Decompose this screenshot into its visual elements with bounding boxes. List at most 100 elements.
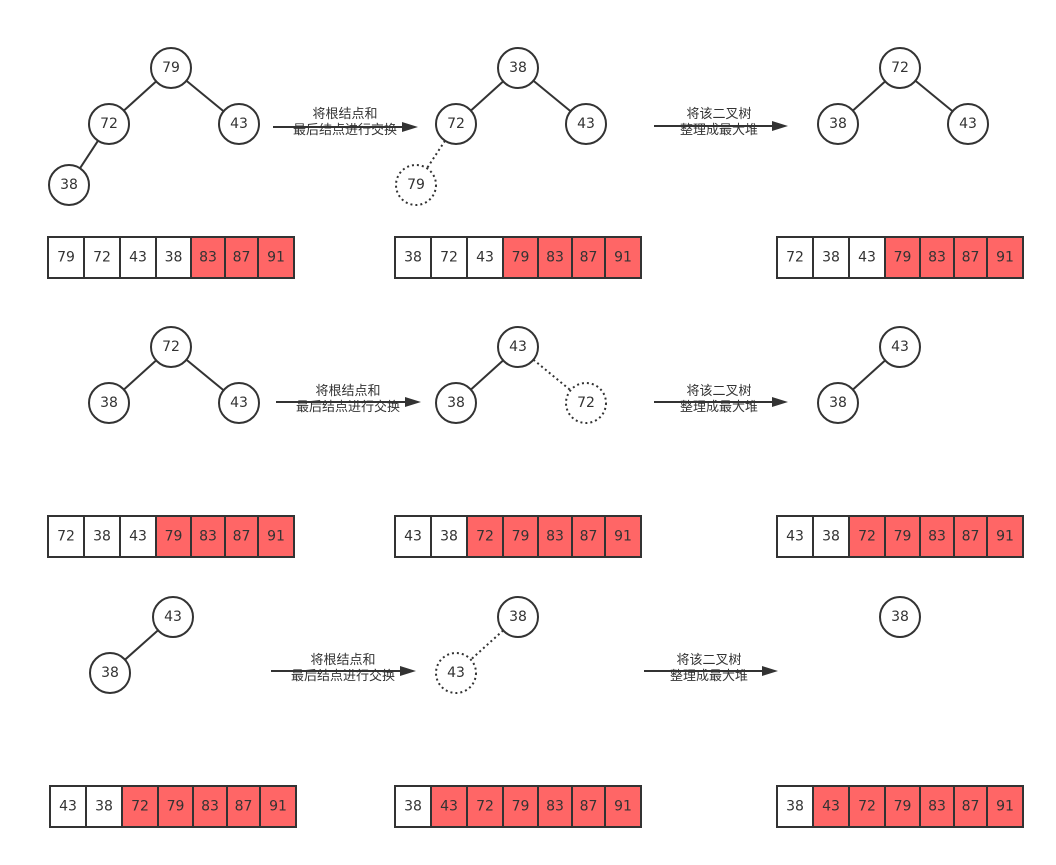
tree-edge	[852, 80, 886, 112]
cell-box	[430, 515, 468, 558]
node-value: 43	[509, 339, 527, 355]
cell-value: 91	[614, 529, 632, 545]
node-value: 43	[891, 339, 909, 355]
cell-box	[466, 236, 504, 279]
node-circle	[395, 164, 437, 206]
node-circle	[565, 382, 607, 424]
tree-node: 72	[435, 103, 477, 145]
array-cell: 38	[394, 785, 432, 828]
array-cell-sorted: 83	[919, 515, 955, 558]
tree-edge	[123, 80, 157, 112]
tree-node: 38	[497, 47, 539, 89]
cell-box	[986, 236, 1024, 279]
node-value: 72	[891, 60, 909, 76]
node-circle	[497, 47, 539, 89]
tree-node: 38	[435, 382, 477, 424]
cell-value: 72	[131, 799, 149, 815]
arrow-label-line: 将根结点和	[312, 107, 377, 122]
node-value: 43	[447, 665, 465, 681]
cell-box	[953, 236, 988, 279]
array-cell-sorted: 91	[257, 236, 295, 279]
tree-node-removed: 72	[565, 382, 607, 424]
cell-box	[226, 785, 261, 828]
cell-value: 91	[996, 250, 1014, 266]
tree-row2-stage2: 43 38 72	[435, 326, 607, 424]
node-value: 72	[447, 116, 465, 132]
array-cell: 38	[776, 785, 814, 828]
node-circle	[152, 596, 194, 638]
cell-value: 91	[996, 529, 1014, 545]
arrow-label-line: 整理成最大堆	[680, 123, 758, 138]
cell-box	[155, 515, 192, 558]
array-cell: 43	[466, 236, 504, 279]
array-cell-sorted: 79	[884, 236, 921, 279]
tree-edge-dashed	[426, 140, 446, 169]
cell-value: 91	[267, 250, 285, 266]
cell-box	[47, 515, 85, 558]
node-value: 72	[162, 339, 180, 355]
arrow-head-icon	[402, 122, 418, 132]
array-cell-sorted: 83	[919, 785, 955, 828]
cell-value: 43	[440, 799, 458, 815]
cell-value: 79	[512, 799, 530, 815]
cell-value: 38	[93, 529, 111, 545]
cell-value: 43	[404, 529, 422, 545]
cell-value: 38	[786, 799, 804, 815]
cell-value: 38	[404, 799, 422, 815]
array-cell-sorted: 87	[571, 515, 606, 558]
tree-node: 43	[218, 382, 260, 424]
tree-edge	[470, 359, 504, 391]
array-cell: 43	[394, 515, 432, 558]
cell-value: 91	[614, 799, 632, 815]
cell-box	[571, 515, 606, 558]
array-cell: 79	[47, 236, 85, 279]
node-circle	[435, 382, 477, 424]
cell-box	[604, 515, 642, 558]
cell-value: 83	[928, 529, 946, 545]
node-value: 38	[101, 665, 119, 681]
arrow-label-line: 整理成最大堆	[680, 400, 758, 415]
array-cell: 43	[119, 515, 157, 558]
array-cell-sorted: 91	[604, 236, 642, 279]
cell-value: 83	[199, 250, 217, 266]
cell-value: 38	[822, 250, 840, 266]
arrow-label-line: 最后结点进行交换	[296, 399, 400, 415]
node-value: 38	[891, 609, 909, 625]
array-cell-sorted: 79	[155, 515, 192, 558]
array-cell: 38	[155, 236, 192, 279]
array-cell-sorted: 43	[812, 785, 850, 828]
cell-value: 72	[93, 250, 111, 266]
cell-value: 87	[233, 529, 251, 545]
tree-node: 38	[48, 164, 90, 206]
cell-box	[812, 515, 850, 558]
node-circle	[435, 652, 477, 694]
tree-node: 38	[817, 382, 859, 424]
node-circle	[565, 103, 607, 145]
cell-box	[848, 785, 886, 828]
cell-value: 79	[894, 799, 912, 815]
node-circle	[817, 103, 859, 145]
tree-node-removed: 43	[435, 652, 477, 694]
node-circle	[218, 103, 260, 145]
cell-value: 43	[59, 799, 77, 815]
array-cell: 43	[49, 785, 87, 828]
cell-value: 79	[165, 529, 183, 545]
array-cell-sorted: 91	[257, 515, 295, 558]
array-cell: 38	[85, 785, 123, 828]
tree-row2-stage3: 43 38	[817, 326, 921, 424]
array-cell-sorted: 87	[953, 236, 988, 279]
cell-value: 83	[546, 529, 564, 545]
array-cell-sorted: 91	[986, 236, 1024, 279]
array-cell: 72	[47, 515, 85, 558]
cell-box	[537, 236, 573, 279]
tree-node: 43	[218, 103, 260, 145]
cell-value: 43	[476, 250, 494, 266]
cell-value: 72	[57, 529, 75, 545]
cell-value: 38	[95, 799, 113, 815]
